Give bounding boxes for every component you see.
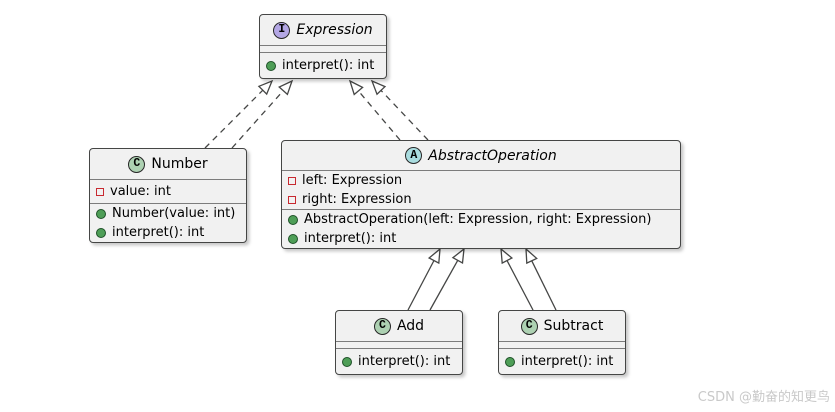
field-label: value: int (110, 184, 171, 199)
private-field-icon (288, 195, 296, 204)
method-row: Number(value: int) (90, 204, 246, 223)
public-method-icon (288, 233, 298, 244)
fields-section (499, 341, 625, 348)
method-row: AbstractOperation(left: Expression, righ… (282, 210, 680, 229)
private-field-icon (288, 176, 296, 185)
class-icon: C (520, 317, 538, 335)
fields-section: left: Expression right: Expression (282, 170, 680, 209)
class-box-number: C Number value: int Number(value: int) i… (89, 148, 247, 243)
public-method-icon (288, 214, 298, 225)
public-method-icon (342, 356, 352, 367)
field-label: right: Expression (302, 192, 412, 207)
method-label: interpret(): int (304, 231, 397, 246)
public-method-icon (266, 60, 276, 71)
field-row: left: Expression (282, 171, 680, 190)
class-box-abstract-operation: A AbstractOperation left: Expression rig… (281, 140, 681, 249)
method-row: interpret(): int (282, 229, 680, 248)
class-header: I Expression (260, 15, 386, 45)
method-row: interpret(): int (260, 56, 386, 75)
class-name: Add (396, 318, 425, 334)
method-label: AbstractOperation(left: Expression, righ… (304, 212, 652, 227)
abstract-class-icon: A (405, 147, 423, 164)
public-method-icon (96, 227, 106, 238)
method-label: interpret(): int (112, 225, 205, 240)
field-label: left: Expression (302, 173, 403, 188)
interface-icon: I (273, 21, 291, 39)
methods-section: interpret(): int (260, 52, 386, 78)
class-header: C Subtract (499, 311, 625, 341)
class-name: Number (151, 156, 208, 172)
class-header: A AbstractOperation (282, 141, 680, 170)
class-icon: C (373, 317, 391, 335)
method-row: interpret(): int (90, 223, 246, 242)
class-header: C Add (336, 311, 462, 341)
class-name: Subtract (543, 318, 604, 334)
class-icon: C (128, 155, 146, 173)
methods-section: interpret(): int (499, 348, 625, 374)
fields-section (260, 45, 386, 52)
field-row: value: int (90, 182, 246, 201)
public-method-icon (505, 356, 515, 367)
method-label: interpret(): int (282, 58, 375, 73)
methods-section: interpret(): int (336, 348, 462, 374)
method-row: interpret(): int (336, 352, 462, 371)
class-box-add: C Add interpret(): int (335, 310, 463, 375)
public-method-icon (96, 208, 106, 219)
methods-section: AbstractOperation(left: Expression, righ… (282, 209, 680, 248)
private-field-icon (96, 187, 104, 196)
watermark: CSDN @勤奋的知更鸟 (697, 390, 830, 405)
class-box-expression: I Expression interpret(): int (259, 14, 387, 79)
method-label: interpret(): int (358, 354, 451, 369)
fields-section: value: int (90, 179, 246, 203)
method-label: interpret(): int (521, 354, 614, 369)
class-header: C Number (90, 149, 246, 179)
methods-section: Number(value: int) interpret(): int (90, 203, 246, 242)
method-label: Number(value: int) (112, 206, 236, 221)
class-name: AbstractOperation (428, 147, 557, 164)
method-row: interpret(): int (499, 352, 625, 371)
class-box-subtract: C Subtract interpret(): int (498, 310, 626, 375)
fields-section (336, 341, 462, 348)
class-name: Expression (296, 22, 373, 38)
field-row: right: Expression (282, 190, 680, 209)
